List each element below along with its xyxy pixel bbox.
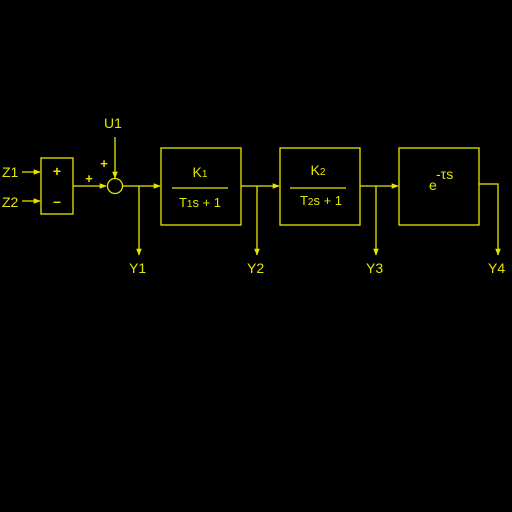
block2-numerator: K2 bbox=[311, 162, 326, 178]
block3-base: e bbox=[429, 177, 437, 193]
z2-label: Z2 bbox=[2, 194, 19, 210]
sum-sign-left: + bbox=[85, 171, 93, 186]
block1-denominator: T1s + 1 bbox=[179, 195, 221, 210]
block1-numerator: K1 bbox=[193, 164, 208, 180]
u1-label: U1 bbox=[104, 115, 122, 131]
block2 bbox=[279, 147, 361, 226]
y4-label: Y4 bbox=[488, 260, 505, 276]
summing-junction bbox=[106, 177, 124, 195]
y1-label: Y1 bbox=[129, 260, 146, 276]
mixer-plus-sign: + bbox=[53, 163, 61, 179]
sum-sign-top: + bbox=[100, 156, 108, 171]
block3-delay bbox=[398, 147, 480, 226]
block1 bbox=[160, 147, 242, 226]
block2-denominator: T2s + 1 bbox=[300, 193, 342, 208]
mixer-minus-sign: – bbox=[53, 193, 61, 209]
y2-label: Y2 bbox=[247, 260, 264, 276]
y3-label: Y3 bbox=[366, 260, 383, 276]
z1-label: Z1 bbox=[2, 164, 19, 180]
y4-output-arrow bbox=[479, 183, 501, 256]
block3-exponent: -τs bbox=[436, 166, 453, 182]
